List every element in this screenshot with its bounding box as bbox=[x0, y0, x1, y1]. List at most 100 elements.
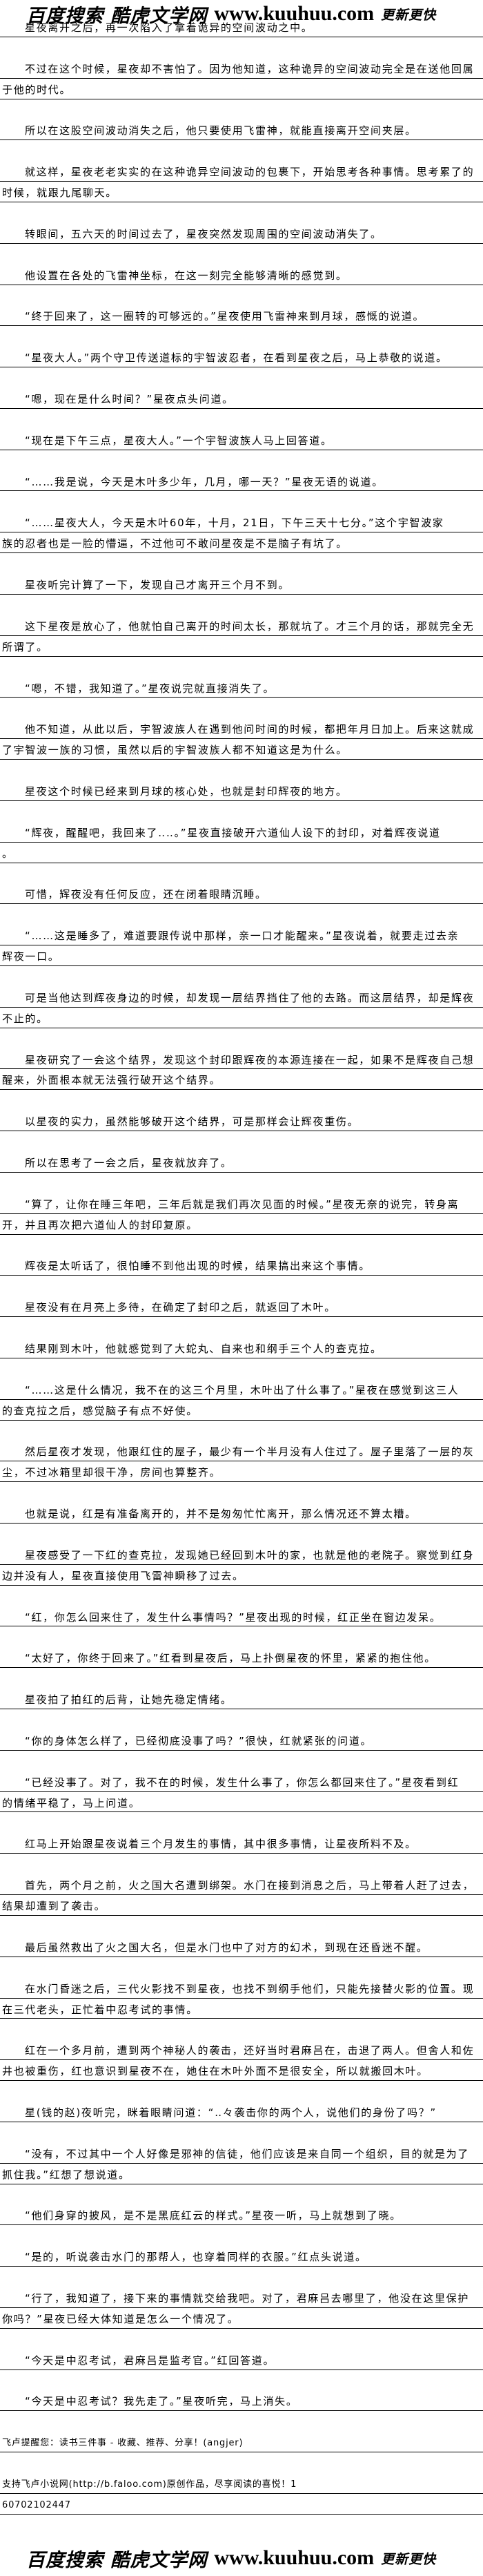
paragraph-line: 井也被重伤，红也意识到星夜不在，她住在木叶外面不是很安全，所以就搬回木叶。 bbox=[0, 2060, 483, 2082]
blank-line bbox=[0, 326, 483, 347]
blank-line bbox=[0, 1358, 483, 1379]
paragraph-line: 所以在这股空间波动消失之后，他只要使用飞雷神，就能直接离开空间夹层。 bbox=[0, 119, 483, 141]
paragraph-line: “……星夜大人，今天是木叶60年，十月，21日，下午三天十七分。”这个宇智波家 bbox=[0, 512, 483, 533]
blank-line bbox=[0, 595, 483, 615]
paragraph-line: “……这是睡多了，难道要跟传说中那样，亲一口才能醒来。”星夜说着，就要走过去亲 bbox=[0, 925, 483, 946]
paragraph-line: 红在一个多月前，遭到两个神秘人的袭击，还好当时君麻吕在，击退了两人。但舍人和佐 bbox=[0, 2039, 483, 2061]
blank-line bbox=[0, 1668, 483, 1689]
paragraph-line: “红，你怎么回来住了，发生什么事情吗？”星夜出现的时候，红正坐在窗边发呆。 bbox=[0, 1606, 483, 1627]
blank-line bbox=[0, 1854, 483, 1874]
blank-line bbox=[0, 2370, 483, 2391]
paragraph-line: “嗯，现在是什么时间？”星夜点头问道。 bbox=[0, 388, 483, 409]
paragraph-line: 星(钱的赵)夜听完，眯着眼睛问道：“‥々袭击你的两个人，说他们的身份了吗？” bbox=[0, 2102, 483, 2122]
paragraph-line: “算了，让你在睡三年吧，三年后就是我们再次见面的时候。”星夜无奈的说完，转身离 bbox=[0, 1193, 483, 1214]
blank-line bbox=[0, 1317, 483, 1338]
blank-line bbox=[0, 2452, 483, 2473]
blank-line bbox=[0, 1626, 483, 1647]
paragraph-line: 可惜，辉夜没有任何反应，还在闭着眼睛沉睡。 bbox=[0, 883, 483, 905]
paragraph-line: “现在是下午三点，星夜大人。”一个宇智波族人马上回答道。 bbox=[0, 430, 483, 450]
paragraph-line: “已经没事了。对了，我不在的时候，发生什么事了，你怎么都回来住了。”星夜看到红 bbox=[0, 1771, 483, 1792]
paragraph-line: 醒来，外面根本就无法强行破开这个结界。 bbox=[0, 1069, 483, 1090]
paragraph-line: “没有，不过其中一个人好像是邪神的信徒，他们应该是来自同一个组织，目的就是为了 bbox=[0, 2143, 483, 2164]
paragraph-line: 于他的时代。 bbox=[0, 79, 483, 99]
paragraph-line: 。 bbox=[0, 843, 483, 863]
footer-support-number: 60702102447 bbox=[0, 2494, 483, 2515]
logo-site-name: 百度搜索 酷虎文学网 bbox=[26, 2549, 208, 2571]
logo-slogan: 更新更快 bbox=[381, 2551, 437, 2567]
paragraph-line: 辉夜是太听话了，很怕睡不到他出现的时候，结果搞出来这个事情。 bbox=[0, 1255, 483, 1276]
blank-line bbox=[0, 904, 483, 925]
blank-line bbox=[0, 1812, 483, 1833]
blank-line bbox=[0, 657, 483, 677]
paragraph-line: “辉夜，醒醒吧，我回来了‥‥。”星夜直接破开六道仙人设下的封印，对着辉夜说道 bbox=[0, 822, 483, 843]
paragraph-line: 抓住我。”红想了想说道。 bbox=[0, 2164, 483, 2184]
logo-url: www.kuuhuu.com bbox=[214, 2, 375, 25]
paragraph-line: 星夜离开之后，再一次陷入了拿着诡异的空间波动之中。 bbox=[0, 17, 483, 37]
paragraph-line: “嗯，不错，我知道了。”星夜说完就直接消失了。 bbox=[0, 677, 483, 698]
blank-line bbox=[0, 1235, 483, 1256]
blank-line bbox=[0, 1090, 483, 1111]
paragraph-line: 他不知道，从此以后，宇智波族人在遇到他问时间的时候，都把年月日加上。后来这就成 bbox=[0, 718, 483, 740]
paragraph-line: “今天是中忍考试，君麻吕是监考官。”红回答道。 bbox=[0, 2349, 483, 2370]
blank-line bbox=[0, 1916, 483, 1936]
paragraph-line: 他设置在各处的飞雷神坐标，在这一刻完全能够清晰的感觉到。 bbox=[0, 265, 483, 285]
blank-line bbox=[0, 966, 483, 987]
blank-line bbox=[0, 553, 483, 574]
paragraph-line: 这下星夜是放心了，他就怕自己离开的时间太长，那就坑了。才三个月的话，那就完全无 bbox=[0, 615, 483, 636]
paragraph-line: 不止的。 bbox=[0, 1008, 483, 1028]
paragraph-line: 了宇智波一族的习惯，虽然以后的宇智波族人都不知道这是为什么。 bbox=[0, 739, 483, 760]
blank-line bbox=[0, 202, 483, 223]
blank-line bbox=[0, 863, 483, 884]
blank-line bbox=[0, 1482, 483, 1503]
blank-line bbox=[0, 1957, 483, 1978]
chapter-text: 星夜离开之后，再一次陷入了拿着诡异的空间波动之中。不过在这个时候，星夜却不害怕了… bbox=[0, 17, 483, 2515]
paragraph-line: 星夜这个时候已经来到月球的核心处，也就是封印辉夜的地方。 bbox=[0, 780, 483, 801]
paragraph-line: 转眼间，五六天的时间过去了，星夜突然发现周围的空间波动消失了。 bbox=[0, 223, 483, 244]
blank-line bbox=[0, 244, 483, 265]
footer-support-text: 支持飞卢小说网(http://b.faloo.com)原创作品，尽享阅读的喜悦！… bbox=[0, 2473, 483, 2494]
blank-line bbox=[0, 2122, 483, 2143]
blank-line bbox=[0, 801, 483, 822]
paragraph-line: 以星夜的实力，虽然能够破开这个结界，可是那样会让辉夜重伤。 bbox=[0, 1111, 483, 1132]
blank-line bbox=[0, 1421, 483, 1441]
blank-line bbox=[0, 1173, 483, 1193]
paragraph-line: 在三代老头，正忙着中忍考试的事情。 bbox=[0, 1999, 483, 2019]
paragraph-line: 星夜听完计算了一下，发现自己才离开三个月不到。 bbox=[0, 574, 483, 595]
paragraph-line: 时候，就跟九尾聊天。 bbox=[0, 182, 483, 203]
paragraph-line: “……我是说，今天是木叶多少年，几月，哪一天？”星夜无语的说道。 bbox=[0, 471, 483, 492]
blank-line bbox=[0, 2225, 483, 2246]
logo-site-name: 百度搜索 酷虎文学网 bbox=[26, 5, 208, 27]
logo-url: www.kuuhuu.com bbox=[214, 2546, 375, 2569]
paragraph-line: “是的，听说袭击水门的那帮人，也穿着同样的衣服。”红点头说道。 bbox=[0, 2246, 483, 2267]
paragraph-line: 星夜拍了拍红的后背，让她先稳定情绪。 bbox=[0, 1689, 483, 1710]
paragraph-line: 所以在思考了一会之后，星夜就放弃了。 bbox=[0, 1152, 483, 1173]
blank-line bbox=[0, 140, 483, 161]
paragraph-line: 尘，不过冰箱里却很干净，房间也算整齐。 bbox=[0, 1461, 483, 1483]
blank-line bbox=[0, 409, 483, 430]
paragraph-line: 不过在这个时候，星夜却不害怕了。因为他知道，这种诡异的空间波动完全是在送他回属 bbox=[0, 58, 483, 79]
paragraph-line: 辉夜一口。 bbox=[0, 945, 483, 966]
paragraph-line: “……这是什么情况，我不在的这三个月里，木叶出了什么事了。”星夜在感觉到这三人 bbox=[0, 1379, 483, 1400]
paragraph-line: 的情绪平稳了，马上问道。 bbox=[0, 1792, 483, 1813]
paragraph-line: 族的忍者也是一脸的懵逼，不过他可不敢问星夜是不是脑子有坑了。 bbox=[0, 532, 483, 554]
blank-line bbox=[0, 1709, 483, 1730]
blank-line bbox=[0, 2411, 483, 2432]
paragraph-line: 结果刚到木叶，他就感觉到了大蛇丸、自来也和纲手三个人的查克拉。 bbox=[0, 1338, 483, 1358]
paragraph-line: 红马上开始跟星夜说着三个月发生的事情，其中很多事情，让星夜所料不及。 bbox=[0, 1833, 483, 1854]
paragraph-line: 然后星夜才发现，他跟红住的屋子，最少有一个半月没有人住过了。屋子里落了一层的灰 bbox=[0, 1441, 483, 1462]
paragraph-line: “星夜大人。”两个守卫传送道标的宇智波忍者，在看到星夜之后，马上恭敬的说道。 bbox=[0, 347, 483, 368]
blank-line bbox=[0, 491, 483, 512]
paragraph-line: 所谓了。 bbox=[0, 636, 483, 657]
paragraph-line: 你吗？”星夜已经大体知道是怎么一个情况了。 bbox=[0, 2308, 483, 2329]
paragraph-line: 在水门昏迷之后，三代火影找不到星夜，也找不到纲手他们，只能先接替火影的位置。现 bbox=[0, 1978, 483, 1999]
paragraph-line: “行了，我知道了，接下来的事情就交给我吧。对了，君麻吕去哪里了，他没在这里保护 bbox=[0, 2287, 483, 2308]
blank-line bbox=[0, 450, 483, 471]
paragraph-line: 边并没有人，星夜直接使用飞雷神瞬移了过去。 bbox=[0, 1565, 483, 1586]
paragraph-line: 的查克拉之后，感觉脑子有点不好使。 bbox=[0, 1400, 483, 1421]
blank-line bbox=[0, 1586, 483, 1606]
blank-line bbox=[0, 1524, 483, 1544]
blank-line bbox=[0, 760, 483, 780]
blank-line bbox=[0, 1028, 483, 1049]
site-logo-header: 百度搜索 酷虎文学网 www.kuuhuu.com 更新更快 bbox=[0, 0, 483, 28]
blank-line bbox=[0, 37, 483, 58]
